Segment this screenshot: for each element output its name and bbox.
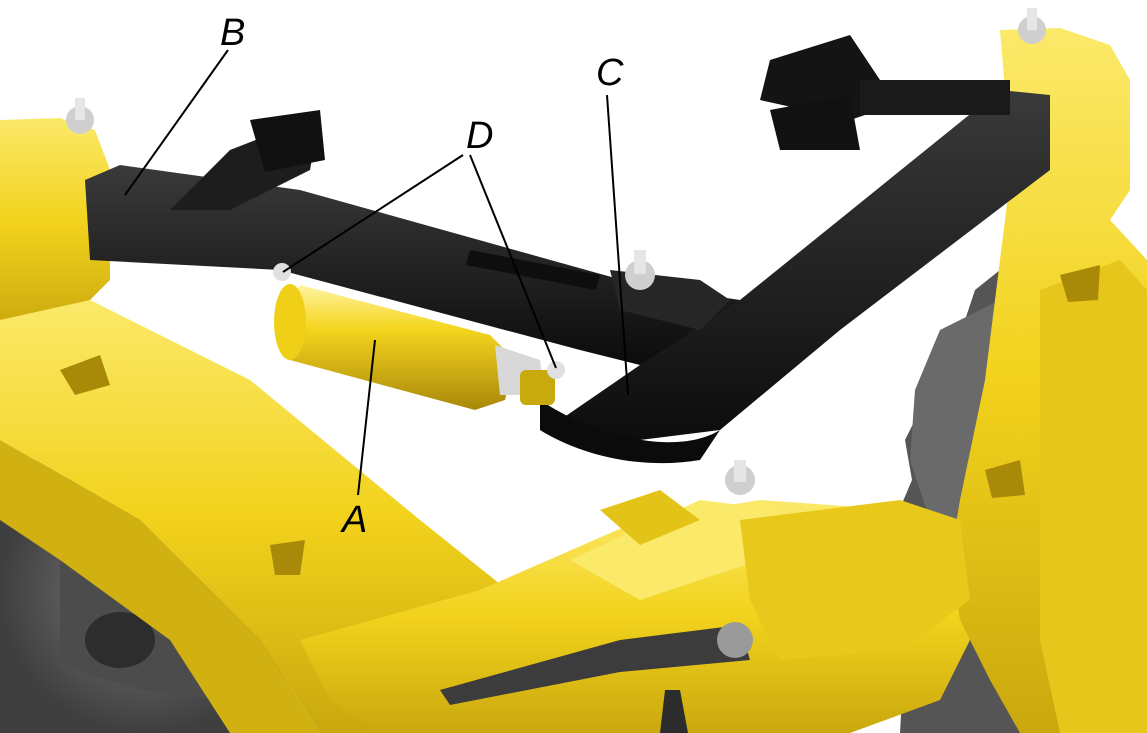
hydraulic-cylinder [274, 284, 555, 410]
bolts [66, 8, 1046, 495]
leader-d1 [282, 154, 464, 273]
adjust-lever [440, 622, 753, 733]
label-a: A [340, 499, 367, 541]
frame-right [740, 28, 1147, 733]
leader-a [357, 339, 376, 496]
pin-d1 [273, 263, 291, 281]
leader-b [124, 49, 229, 196]
leader-lines [124, 49, 629, 496]
label-b: B [220, 12, 245, 54]
leader-c [606, 94, 629, 396]
label-d: D [466, 115, 493, 157]
leader-d2 [469, 154, 557, 369]
hitch-frame [85, 35, 1050, 464]
label-c: C [596, 52, 624, 94]
pin-d2 [547, 361, 565, 379]
